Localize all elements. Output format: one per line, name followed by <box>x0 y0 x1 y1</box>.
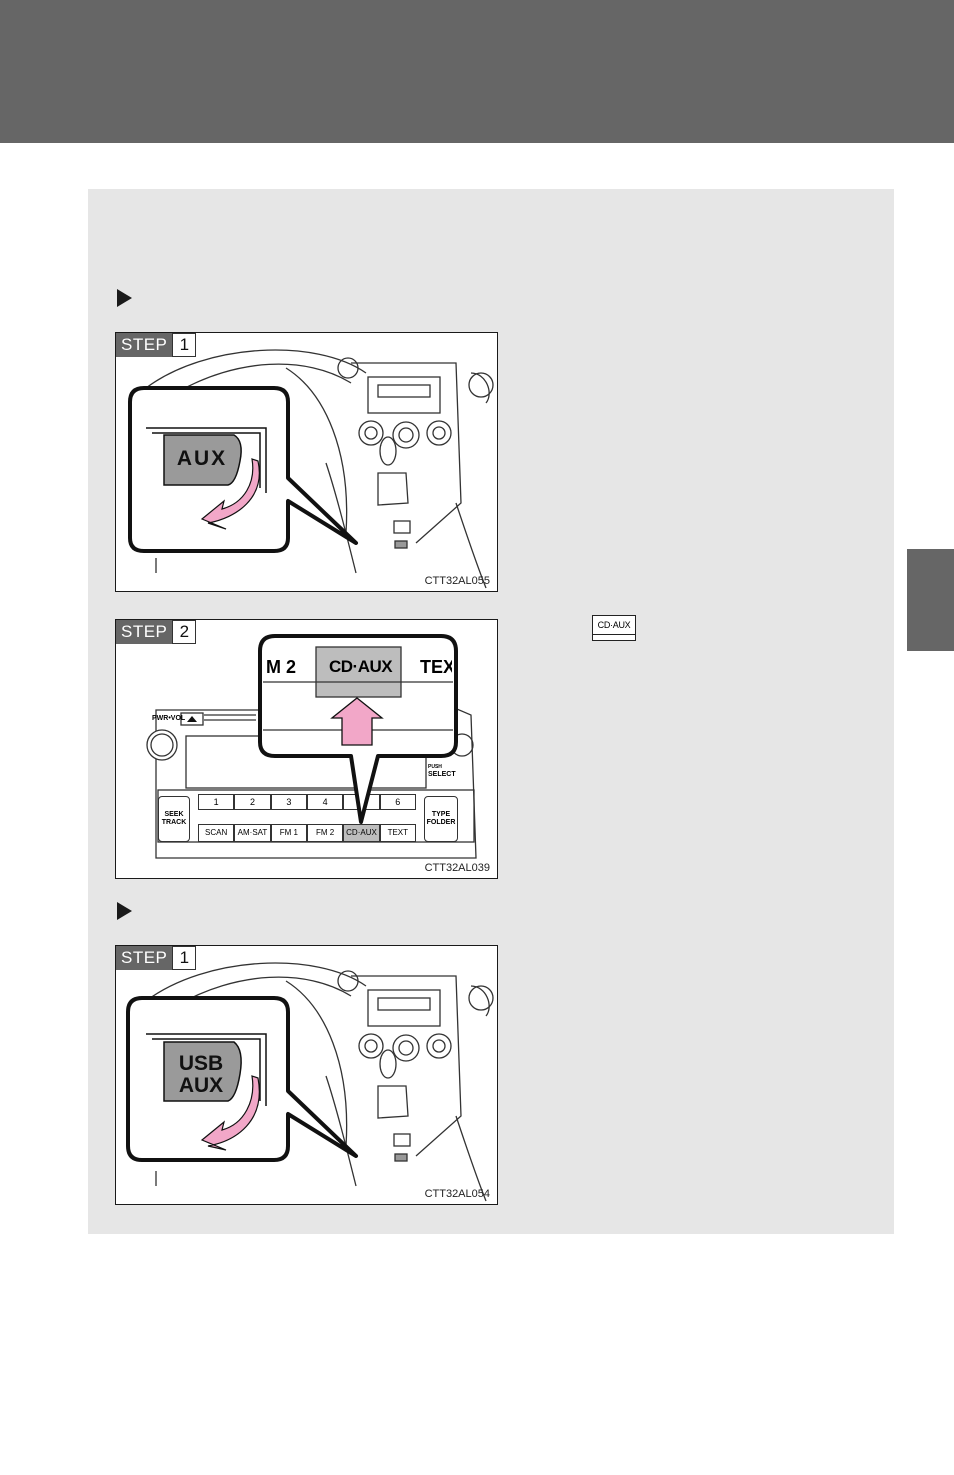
mode-button-fm2[interactable]: FM 2 <box>306 824 344 842</box>
step-number: 1 <box>172 333 197 357</box>
step-word: STEP <box>116 333 173 357</box>
type-label: TYPE <box>431 811 451 818</box>
callout-line-2: AUX <box>178 1074 224 1097</box>
seek-label: SEEK <box>164 811 184 818</box>
mode-button-am-sat[interactable]: AM·SAT <box>234 824 271 842</box>
figure-aux-button-step1: STEP 1 AUX CTT32AL055 <box>115 332 498 592</box>
zoom-callout <box>258 634 458 824</box>
zoom-label-text: TEX <box>420 657 452 677</box>
callout-line-1: USB <box>178 1052 224 1075</box>
track-label: TRACK <box>161 819 187 826</box>
preset-button-6[interactable]: 6 <box>379 794 416 810</box>
figure-usb-aux-button-step1: STEP 1 USB AUX CTT32AL054 <box>115 945 498 1205</box>
cd-aux-button-symbol: CD·AUX <box>592 615 636 641</box>
select-label: SELECT <box>428 771 456 778</box>
mode-button-text[interactable]: TEXT <box>379 824 416 842</box>
folder-label: FOLDER <box>426 819 456 826</box>
figure-code: CTT32AL054 <box>424 1188 490 1200</box>
pwr-vol-label: PWR•VOL <box>152 715 186 722</box>
seek-track-button[interactable]: SEEK TRACK <box>158 796 190 842</box>
aux-button-callout: AUX <box>172 447 232 471</box>
step-word: STEP <box>116 946 173 970</box>
step-number: 1 <box>172 946 197 970</box>
bullet-arrow-2 <box>117 902 132 920</box>
preset-button-3[interactable]: 3 <box>270 794 307 810</box>
mode-button-fm1[interactable]: FM 1 <box>270 824 307 842</box>
step-word: STEP <box>116 620 173 644</box>
bullet-arrow-1 <box>117 289 132 307</box>
preset-button-2[interactable]: 2 <box>234 794 271 810</box>
step-number: 2 <box>172 620 197 644</box>
push-label: PUSH <box>428 764 442 770</box>
mode-button-scan[interactable]: SCAN <box>198 824 235 842</box>
mode-row: SCAN AM·SAT FM 1 FM 2 CD·AUX TEXT <box>198 824 416 842</box>
dashboard-illustration <box>126 962 494 1202</box>
zoom-label-fm2: M 2 <box>266 657 297 677</box>
header-band <box>0 0 954 143</box>
usb-aux-button-callout: USB AUX <box>168 1053 234 1097</box>
chapter-tab <box>907 549 954 651</box>
callout-line-1: AUX <box>176 447 228 470</box>
step-label: STEP 1 <box>116 333 197 357</box>
preset-button-1[interactable]: 1 <box>198 794 235 810</box>
dashboard-illustration <box>128 349 494 589</box>
zoom-label-cd-aux: CD·AUX <box>329 657 393 676</box>
preset-button-4[interactable]: 4 <box>306 794 344 810</box>
push-select-label: PUSH SELECT <box>428 763 456 779</box>
step-label: STEP 2 <box>116 620 197 644</box>
type-folder-button[interactable]: TYPE FOLDER <box>424 796 458 842</box>
cd-aux-symbol-label: CD·AUX <box>593 616 635 635</box>
step-label: STEP 1 <box>116 946 197 970</box>
figure-cd-aux-button-step2: 1 2 3 4 5 6 SCAN AM·SAT FM 1 FM 2 CD·AUX… <box>115 619 498 879</box>
figure-code: CTT32AL039 <box>424 862 490 874</box>
figure-code: CTT32AL055 <box>424 575 490 587</box>
mode-button-cd-aux[interactable]: CD·AUX <box>343 824 380 842</box>
